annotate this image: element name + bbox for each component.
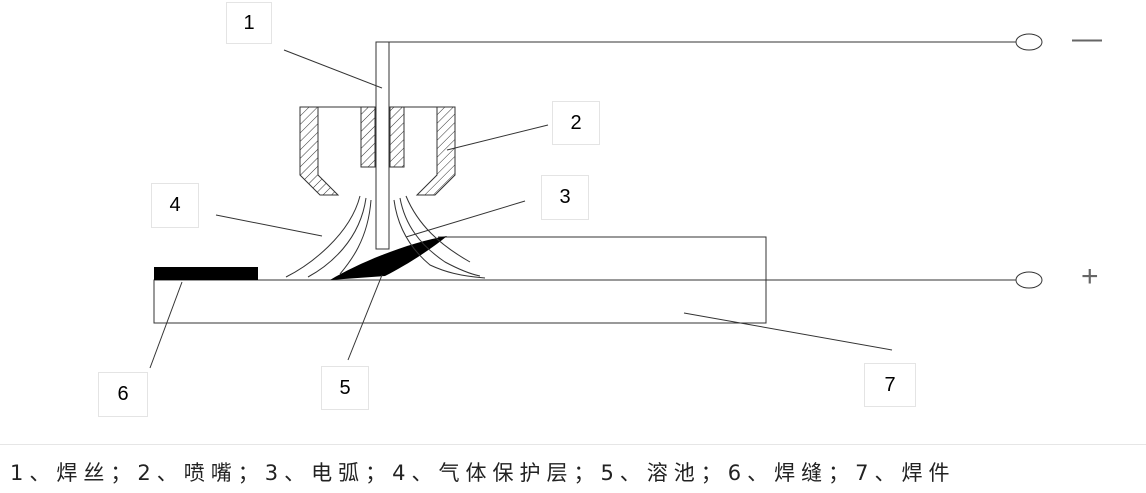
positive-sign: + (1081, 260, 1099, 293)
welding-wire (375, 41, 390, 250)
circuit-lines (389, 33, 1043, 289)
label-6: 6 (98, 372, 148, 417)
label-1: 1 (226, 2, 272, 44)
gas-shield (285, 195, 486, 279)
caption-bar: 1、焊丝；2、喷嘴；3、电弧；4、气体保护层；5、溶池；6、焊缝；7、焊件 (0, 444, 1146, 493)
legend-caption: 1、焊丝；2、喷嘴；3、电弧；4、气体保护层；5、溶池；6、焊缝；7、焊件 (10, 461, 956, 485)
label-5: 5 (321, 366, 369, 410)
nozzle (299, 106, 456, 196)
leader-lines (149, 49, 893, 369)
negative-sign: — (1072, 22, 1102, 55)
weld-seam (154, 267, 258, 280)
label-3: 3 (541, 175, 589, 220)
label-2: 2 (552, 101, 600, 145)
label-4: 4 (151, 183, 199, 228)
workpiece (153, 236, 767, 324)
welding-diagram (149, 33, 1043, 369)
weld-pool (330, 236, 447, 280)
label-7: 7 (864, 363, 916, 407)
